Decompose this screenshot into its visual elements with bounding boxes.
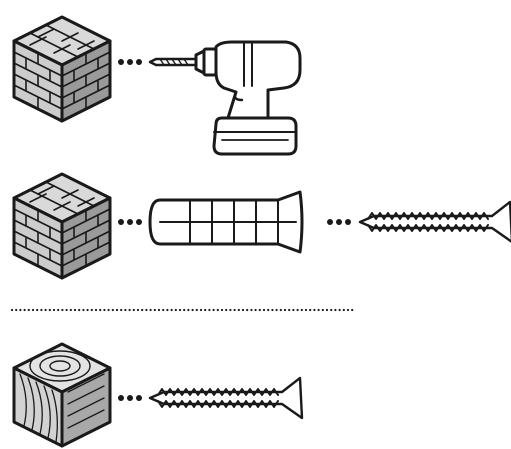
separator-dot bbox=[309, 308, 312, 312]
separator-dot bbox=[271, 308, 274, 312]
separator-dot bbox=[57, 308, 60, 312]
separator-dot bbox=[132, 308, 135, 312]
separator-dot bbox=[241, 308, 245, 312]
separator-dot bbox=[107, 308, 110, 312]
separator-dot bbox=[124, 308, 127, 312]
separator-dot bbox=[292, 308, 295, 312]
cordless-drill-icon bbox=[194, 40, 302, 156]
separator-dot bbox=[99, 308, 102, 312]
separator-dot bbox=[334, 308, 337, 312]
separator-dot bbox=[338, 308, 341, 312]
separator-dot bbox=[229, 308, 232, 312]
separator-dot bbox=[300, 308, 303, 312]
separator-dot bbox=[23, 308, 26, 312]
separator-dot bbox=[258, 308, 261, 312]
separator-dot bbox=[183, 308, 186, 312]
separator-dot bbox=[48, 308, 51, 312]
wood-screw-icon bbox=[358, 200, 511, 243]
separator-dot bbox=[111, 308, 114, 312]
separator-dot bbox=[246, 308, 249, 312]
wall-plug-icon bbox=[148, 190, 304, 254]
separator-dot bbox=[19, 308, 22, 312]
wood-cube-icon bbox=[12, 342, 112, 448]
separator-dot bbox=[304, 308, 308, 312]
separator-dot bbox=[178, 308, 182, 312]
separator-dot bbox=[325, 308, 329, 312]
separator-dot bbox=[208, 308, 211, 312]
separator-dot bbox=[342, 308, 345, 312]
separator-dot bbox=[73, 308, 77, 312]
separator-dot bbox=[275, 308, 278, 312]
separator-dot bbox=[199, 308, 203, 312]
separator-dot bbox=[296, 308, 299, 312]
separator-dot bbox=[10, 308, 14, 312]
separator-dot bbox=[313, 308, 316, 312]
separator-dot bbox=[170, 308, 173, 312]
separator-dot bbox=[15, 308, 18, 312]
connector-dots-icon bbox=[118, 395, 142, 401]
separator-dot bbox=[283, 308, 287, 312]
separator-dot bbox=[187, 308, 190, 312]
separator-dot bbox=[52, 308, 56, 312]
separator-dot bbox=[136, 308, 140, 312]
separator-dot bbox=[27, 308, 30, 312]
separator-dot bbox=[61, 308, 64, 312]
separator-dot bbox=[153, 308, 156, 312]
separator-dot bbox=[40, 308, 43, 312]
separator-dot bbox=[82, 308, 85, 312]
connector-dots-icon bbox=[327, 219, 351, 225]
separator-dot bbox=[237, 308, 240, 312]
separator-dot bbox=[141, 308, 144, 312]
separator-dot bbox=[250, 308, 253, 312]
drill-bit-icon bbox=[148, 57, 198, 67]
separator-dot bbox=[65, 308, 68, 312]
brick-cube-icon bbox=[12, 172, 112, 280]
separator-dot bbox=[191, 308, 194, 312]
separator-dot bbox=[225, 308, 228, 312]
separator-dot bbox=[233, 308, 236, 312]
separator-dot bbox=[220, 308, 224, 312]
separator-dot bbox=[279, 308, 282, 312]
separator-dot bbox=[128, 308, 131, 312]
separator-dot bbox=[69, 308, 72, 312]
brick-cube-icon bbox=[12, 15, 112, 123]
separator-dot bbox=[94, 308, 98, 312]
separator-dot bbox=[36, 308, 39, 312]
separator-dot bbox=[174, 308, 177, 312]
separator-dot bbox=[78, 308, 81, 312]
separator-dot bbox=[212, 308, 215, 312]
separator-dot bbox=[317, 308, 320, 312]
separator-dot bbox=[44, 308, 47, 312]
separator-dot bbox=[157, 308, 161, 312]
separator-dot bbox=[31, 308, 35, 312]
separator-dot bbox=[166, 308, 169, 312]
separator-dot bbox=[346, 308, 350, 312]
dotted-separator bbox=[10, 308, 354, 312]
connector-dots-icon bbox=[118, 219, 142, 225]
separator-dot bbox=[103, 308, 106, 312]
separator-dot bbox=[90, 308, 93, 312]
separator-dot bbox=[254, 308, 257, 312]
separator-dot bbox=[351, 308, 354, 312]
separator-dot bbox=[115, 308, 119, 312]
separator-dot bbox=[195, 308, 198, 312]
separator-dot bbox=[145, 308, 148, 312]
separator-dot bbox=[162, 308, 165, 312]
separator-dot bbox=[267, 308, 270, 312]
separator-dot bbox=[216, 308, 219, 312]
separator-dot bbox=[288, 308, 291, 312]
separator-dot bbox=[262, 308, 266, 312]
separator-dot bbox=[149, 308, 152, 312]
separator-dot bbox=[321, 308, 324, 312]
connector-dots-icon bbox=[118, 59, 142, 65]
separator-dot bbox=[204, 308, 207, 312]
wood-screw-icon bbox=[148, 376, 304, 420]
separator-dot bbox=[330, 308, 333, 312]
separator-dot bbox=[120, 308, 123, 312]
separator-dot bbox=[86, 308, 89, 312]
